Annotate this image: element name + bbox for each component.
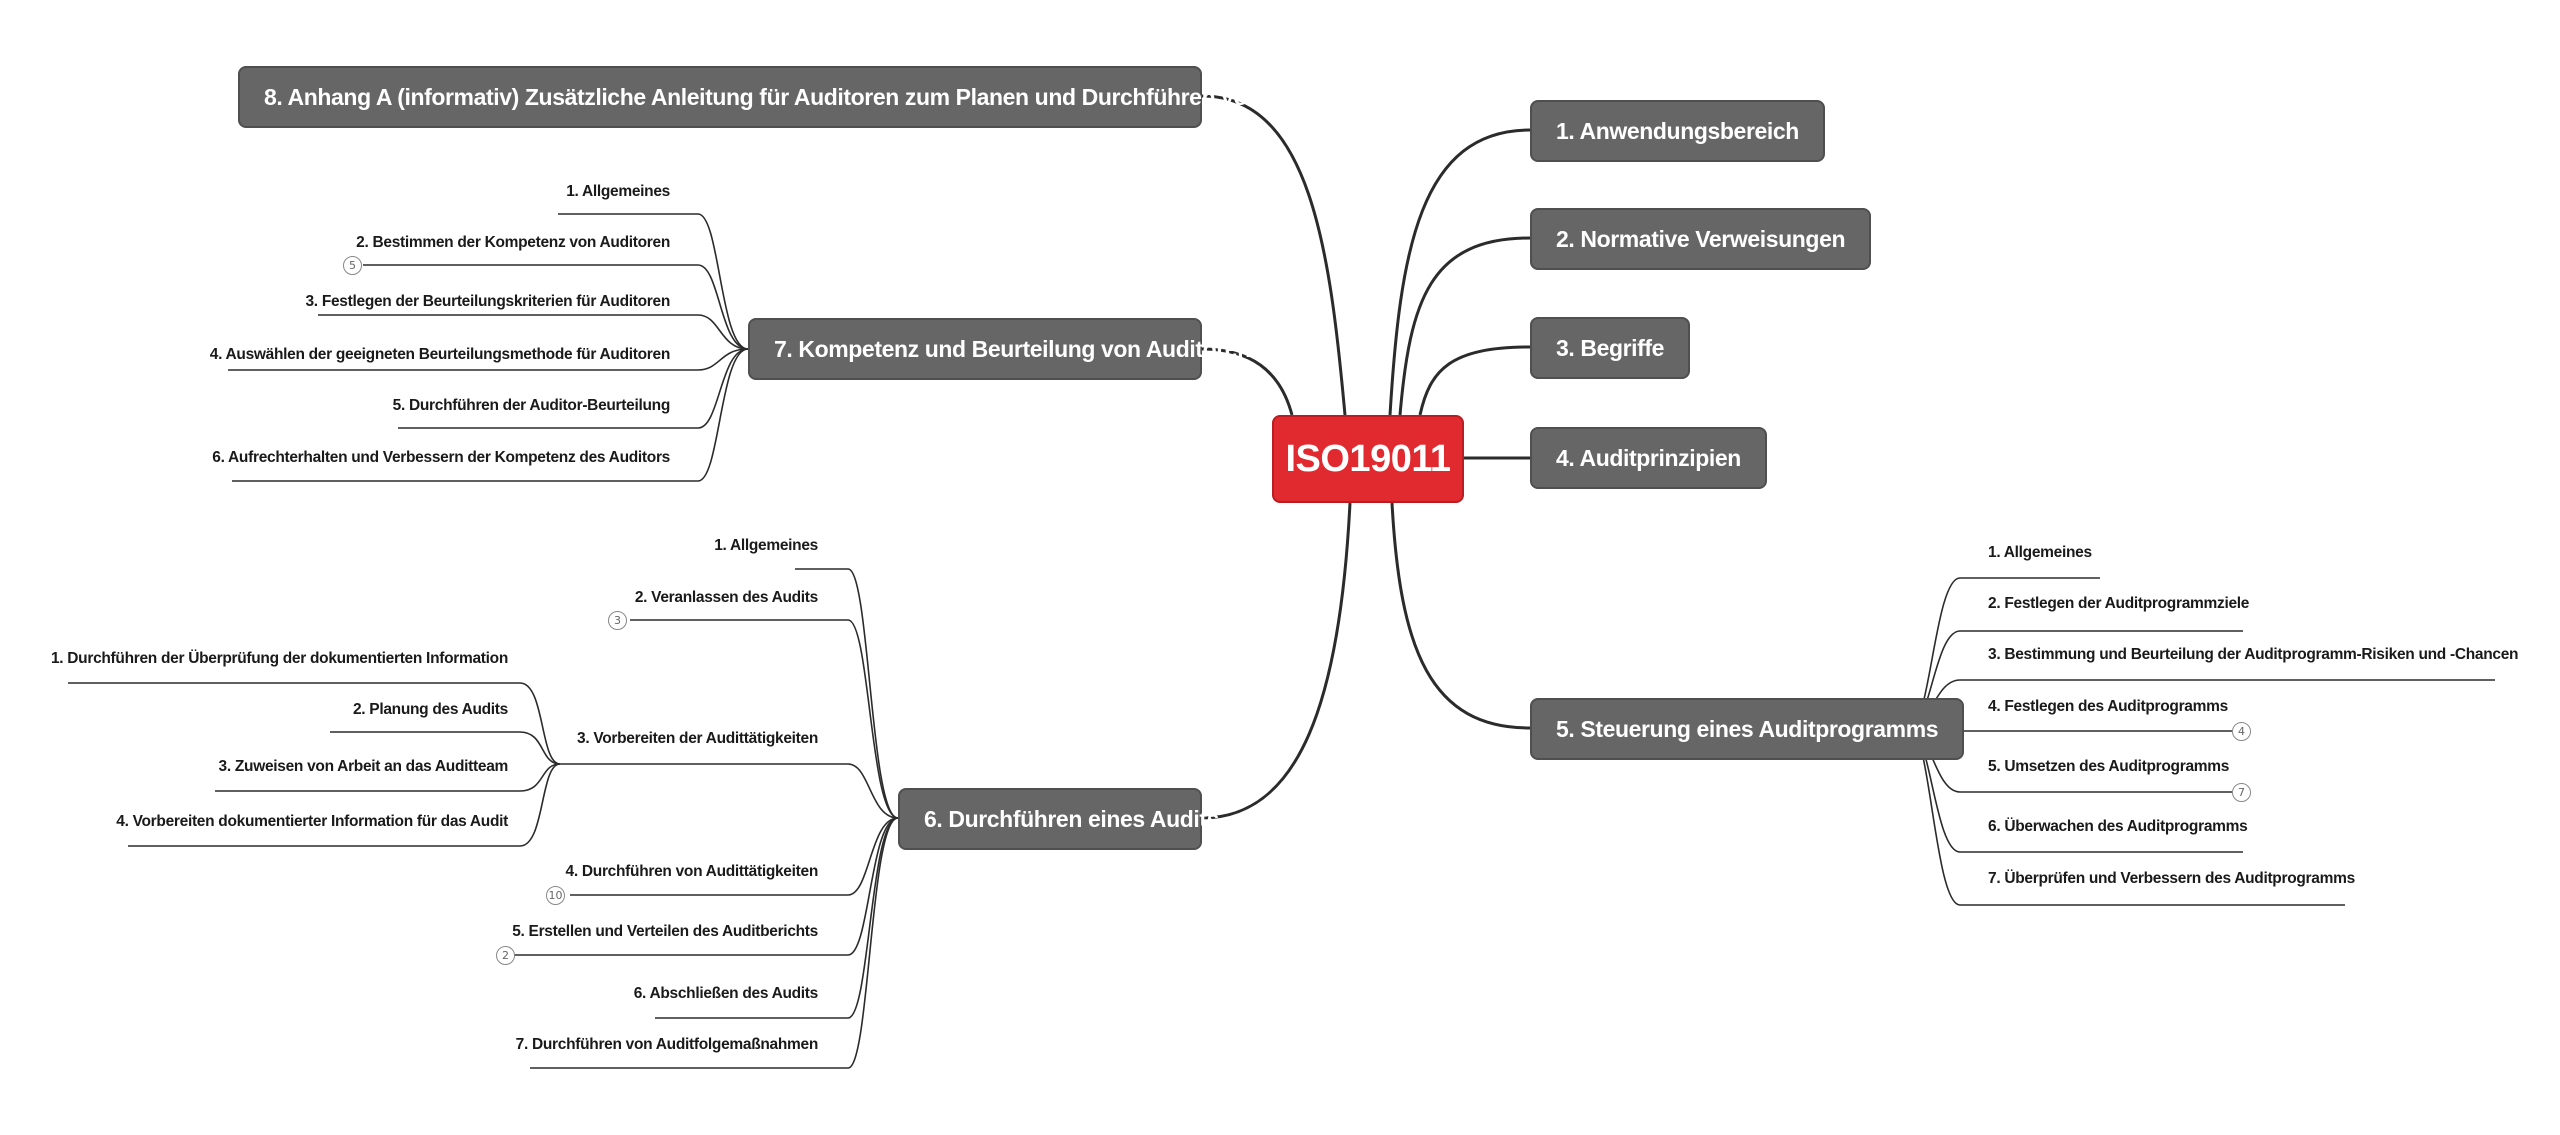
subtopic-6-7[interactable]: 7. Durchführen von Auditfolgemaßnahmen [515,1036,819,1053]
collapsed-count-badge[interactable]: 5 [343,256,362,275]
connector-t2 [1398,236,1531,416]
subtopic-7-5[interactable]: 5. Durchführen der Auditor-Beurteilung [392,397,671,414]
subtopic-7-2[interactable]: 2. Bestimmen der Kompetenz von Auditoren [356,234,670,251]
subtopic-6-4[interactable]: 4. Durchführen von Audittätigkeiten [565,863,819,880]
topic-label: 7. Kompetenz und Beurteilung von Auditor… [774,335,1251,362]
subtopic-7-6[interactable]: 6. Aufrechterhalten und Verbessern der K… [212,449,670,466]
subtopic-5-7[interactable]: 7. Überprüfen und Verbessern des Auditpr… [1988,870,2355,887]
topic-label: 6. Durchführen eines Audits [924,805,1220,832]
topic-label: 3. Begriffe [1556,334,1665,361]
connector-t6 [1201,502,1352,820]
topic-anhang-a[interactable]: 8. Anhang A (informativ) Zusätzliche Anl… [238,66,1336,128]
collapsed-count-badge[interactable]: 3 [608,611,627,630]
topic-label: 4. Auditprinzipien [1556,444,1741,471]
connector-t8 [1201,94,1347,416]
topic-begriffe[interactable]: 3. Begriffe [1530,317,1691,379]
collapsed-count-badge[interactable]: 2 [496,946,515,965]
connector-t1 [1388,128,1531,416]
subtopic-7-3[interactable]: 3. Festlegen der Beurteilungskriterien f… [305,293,670,310]
connector-t7 [1201,347,1294,416]
topic-anwendungsbereich[interactable]: 1. Anwendungsbereich [1530,100,1825,162]
collapsed-count-badge[interactable]: 10 [546,886,565,905]
topic-durchfuehren-audits[interactable]: 6. Durchführen eines Audits [898,788,1219,850]
subtopic-7-1[interactable]: 1. Allgemeines [566,183,670,200]
root-topic-label: ISO19011 [1285,437,1451,480]
topic-label: 8. Anhang A (informativ) Zusätzliche Anl… [264,83,1336,110]
topic-label: 2. Normative Verweisungen [1556,225,1846,252]
subtopic-5-5[interactable]: 5. Umsetzen des Auditprogramms [1988,758,2230,775]
topic-steuerung-auditprogramm[interactable]: 5. Steuerung eines Auditprogramms [1530,698,1965,760]
subtopic-5-4[interactable]: 4. Festlegen des Auditprogramms [1988,698,2228,715]
subtopic-5-3[interactable]: 3. Bestimmung und Beurteilung der Auditp… [1988,646,2519,663]
subtopic-5-2[interactable]: 2. Festlegen der Auditprogrammziele [1988,595,2250,612]
topic-label: 5. Steuerung eines Auditprogramms [1556,715,1939,742]
topic-auditprinzipien[interactable]: 4. Auditprinzipien [1530,427,1767,489]
subtopic-6-3-4[interactable]: 4. Vorbereiten dokumentierter Informatio… [116,813,508,830]
subtopic-7-4[interactable]: 4. Auswählen der geeigneten Beurteilungs… [209,346,671,363]
connector-t5 [1390,502,1531,730]
topic-kompetenz-beurteilung[interactable]: 7. Kompetenz und Beurteilung von Auditor… [748,318,1251,380]
topic-label: 1. Anwendungsbereich [1556,117,1799,144]
subtopic-6-3-1[interactable]: 1. Durchführen der Überprüfung der dokum… [50,650,508,667]
subtopic-6-3[interactable]: 3. Vorbereiten der Audittätigkeiten [577,730,818,747]
connector-t3 [1418,345,1531,416]
subtopic-6-2[interactable]: 2. Veranlassen des Audits [634,589,818,606]
collapsed-count-badge[interactable]: 4 [2232,722,2251,741]
subtopic-6-6[interactable]: 6. Abschließen des Audits [633,985,819,1002]
subtopic-6-5[interactable]: 5. Erstellen und Verteilen des Auditberi… [512,923,818,940]
subtopic-6-3-2[interactable]: 2. Planung des Audits [352,701,508,718]
subtopic-6-3-3[interactable]: 3. Zuweisen von Arbeit an das Auditteam [218,758,509,775]
root-topic[interactable]: ISO19011 [1272,415,1464,503]
subtopic-6-1[interactable]: 1. Allgemeines [714,537,818,554]
collapsed-count-badge[interactable]: 7 [2232,783,2251,802]
subtopic-5-6[interactable]: 6. Überwachen des Auditprogramms [1988,818,2248,835]
topic-normative-verweisungen[interactable]: 2. Normative Verweisungen [1530,208,1872,270]
subtopic-5-1[interactable]: 1. Allgemeines [1988,544,2092,561]
